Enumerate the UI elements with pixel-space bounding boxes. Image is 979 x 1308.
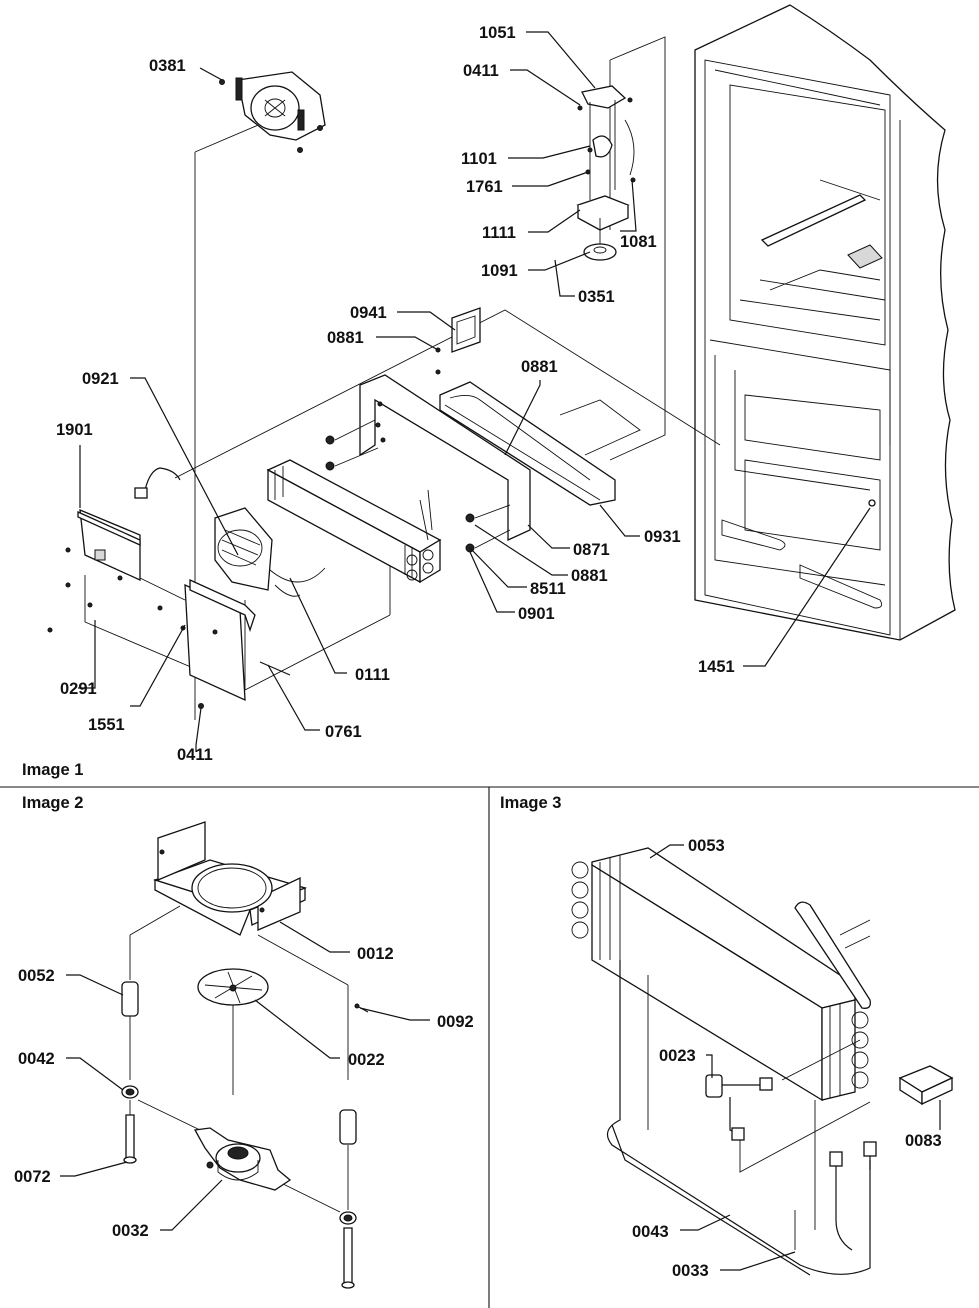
callout-0881-a: 0881 [327,329,364,347]
caption-image-1: Image 1 [22,761,83,779]
callout-1081: 1081 [620,233,657,251]
callout-0411-bottom: 0411 [177,746,213,764]
callout-1051: 1051 [479,24,516,42]
callout-0023: 0023 [659,1047,696,1065]
fan-shroud-0921 [214,507,326,597]
assembly-outline-lines [84,36,721,720]
callout-0351: 0351 [578,288,615,306]
callout-0871: 0871 [573,541,610,559]
lower-panel [157,578,291,709]
evaporator-coil [266,459,442,584]
panel-dividers [0,786,979,1308]
thermostat-and-wires [705,1039,877,1251]
callout-0092: 0092 [437,1013,474,1031]
callout-0901: 0901 [518,605,555,623]
callout-0381: 0381 [149,57,186,75]
callout-0931: 0931 [644,528,681,546]
connector-cover [898,1065,954,1106]
callout-0032: 0032 [112,1222,149,1240]
wire-harness [134,467,181,499]
cover-plate [435,307,481,375]
fan-blade [197,968,269,1095]
callout-0291: 0291 [60,680,97,698]
callout-0881-b: 0881 [521,358,558,376]
rear-panel [47,508,141,633]
evaporator-assembly [571,847,871,1102]
callout-1761: 1761 [466,178,503,196]
callout-0941: 0941 [350,304,387,322]
callout-1451: 1451 [698,658,735,676]
callout-1091: 1091 [481,262,518,280]
callout-0761: 0761 [325,723,362,741]
callout-0033: 0033 [672,1262,709,1280]
leader-lines [60,31,941,1271]
callout-0921: 0921 [82,370,119,388]
callout-0881-c: 0881 [571,567,608,585]
callout-1901: 1901 [56,421,93,439]
callout-0111: 0111 [355,666,390,684]
cabinet-liner [694,4,956,641]
defrost-heater-loop [606,960,871,1276]
callout-1111: 1111 [482,224,516,242]
callout-0083: 0083 [905,1132,942,1150]
callout-0043: 0043 [632,1223,669,1241]
callout-8511: 8511 [530,580,566,598]
callout-0053: 0053 [688,837,725,855]
callout-0022: 0022 [348,1051,385,1069]
callout-1101: 1101 [461,150,497,168]
motor-mounts [121,981,357,1289]
callout-0411-top: 0411 [463,62,499,80]
callout-0052: 0052 [18,967,55,985]
caption-image-2: Image 2 [22,794,83,812]
control-housing-assembly [576,85,636,261]
caption-image-3: Image 3 [500,794,561,812]
callout-0072: 0072 [14,1168,51,1186]
fan-shroud-assembly [219,71,326,153]
fan-motor-bracket [129,821,349,1080]
callout-0042: 0042 [18,1050,55,1068]
fan-motor [193,1127,292,1191]
air-duct-channel [439,381,616,506]
callout-labels: 0381 1051 0411 1101 1761 1111 1081 1091 … [14,24,942,1280]
callout-1551: 1551 [88,716,125,734]
callout-0012: 0012 [357,945,394,963]
